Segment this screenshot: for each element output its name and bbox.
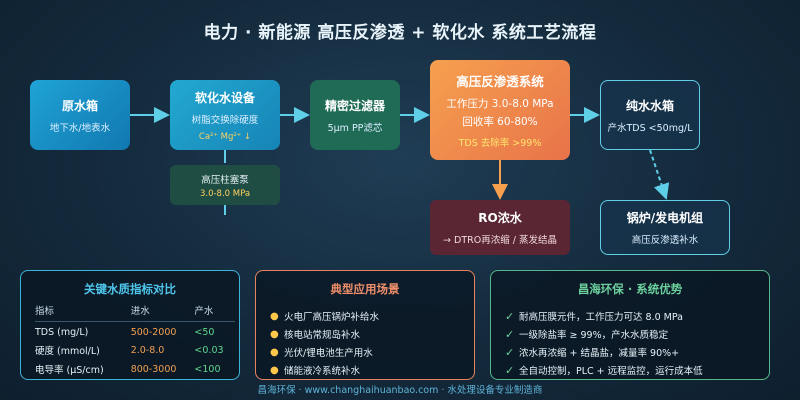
metric-name: TDS (mg/L) <box>35 327 89 338</box>
softener-title: 软化水设备 <box>194 90 255 105</box>
list-item: ● 火电厂高压锅炉补给水 <box>270 307 379 325</box>
metrics-header-indicator: 指标 <box>35 301 131 322</box>
boiler-generator-node: 锅炉/发电机组 高压反渗透补水 <box>600 200 730 255</box>
metric-product: <0.03 <box>194 344 224 356</box>
advantages-panel-title: 昌海环保 · 系统优势 <box>577 282 683 296</box>
advantage-text: 一级除盐率 ≥ 99%，产水水质稳定 <box>519 330 669 341</box>
precision-filter-title: 精密过滤器 <box>324 98 385 113</box>
metrics-panel: 关键水质指标对比 指标 进水 产水 TDS (mg/L) 500-2000 <5… <box>20 270 240 380</box>
bullet-icon: ● <box>270 364 279 376</box>
list-item: ✓ 一级除盐率 ≥ 99%，产水水质稳定 <box>505 325 703 343</box>
application-text: 核电站常规岛补水 <box>284 330 361 341</box>
raw-water-tank-node: 原水箱 地下水/地表水 <box>30 80 130 150</box>
list-item: ● 储能液冷系统补水 <box>270 361 379 379</box>
metric-inlet: 2.0-8.0 <box>130 344 165 356</box>
boiler-generator-title: 锅炉/发电机组 <box>626 211 704 225</box>
ro-concentrate-title: RO浓水 <box>478 211 522 225</box>
metric-inlet: 500-2000 <box>130 327 177 338</box>
ro-system-pressure: 工作压力 3.0-8.0 MPa <box>446 98 554 110</box>
check-icon: ✓ <box>505 363 515 377</box>
ro-system-node: 高压反渗透系统 工作压力 3.0-8.0 MPa 回收率 60-80% TDS … <box>430 60 570 160</box>
softener-node: 软化水设备 树脂交换除硬度 Ca²⁺ Mg²⁺ ↓ <box>170 80 280 150</box>
raw-water-tank-title: 原水箱 <box>61 98 98 113</box>
ro-system-title: 高压反渗透系统 <box>456 74 544 89</box>
check-icon: ✓ <box>505 345 515 359</box>
metric-name: 硬度 (mmol/L) <box>35 346 100 357</box>
softener-sub: 树脂交换除硬度 <box>191 114 259 126</box>
pure-water-tank-node: 纯水水箱 产水TDS <50mg/L <box>600 80 700 150</box>
applications-panel-title: 典型应用场景 <box>330 282 400 296</box>
list-item: ● 核电站常规岛补水 <box>270 325 379 343</box>
pure-water-tank-title: 纯水水箱 <box>625 98 674 113</box>
table-row: 电导率 (μS/cm) 800-3000 <100 <box>35 357 235 377</box>
bullet-icon: ● <box>270 328 279 340</box>
advantage-text: 耐高压膜元件，工作压力可达 8.0 MPa <box>519 312 683 323</box>
list-item: ✓ 浓水再浓缩 + 结晶盐，减量率 90%+ <box>505 343 703 361</box>
list-item: ● 光伏/锂电池生产用水 <box>270 343 379 361</box>
plunger-pump-title: 高压柱塞泵 <box>201 174 249 186</box>
diagram-title: 电力 · 新能源 高压反渗透 + 软化水 系统工艺流程 <box>203 23 597 43</box>
plunger-pump-node: 高压柱塞泵 3.0-8.0 MPa <box>170 165 280 205</box>
check-icon: ✓ <box>505 327 515 341</box>
arrow-pure-to-boiler <box>649 149 670 200</box>
table-row: 硬度 (mmol/L) 2.0-8.0 <0.03 <box>35 338 235 358</box>
advantage-text: 全自动控制，PLC + 远程监控，运行成本低 <box>519 366 703 377</box>
footer-text: 昌海环保 · www.changhaihuanbao.com · 水处理设备专业… <box>257 385 543 396</box>
plunger-pump-sub: 3.0-8.0 MPa <box>199 188 251 199</box>
list-item: ✓ 耐高压膜元件，工作压力可达 8.0 MPa <box>505 307 703 325</box>
precision-filter-sub: 5μm PP滤芯 <box>327 122 383 134</box>
pure-water-tank-sub: 产水TDS <50mg/L <box>607 122 693 134</box>
metrics-table: 指标 进水 产水 TDS (mg/L) 500-2000 <50 硬度 (mmo… <box>35 301 235 376</box>
raw-water-tank-sub: 地下水/地表水 <box>49 122 111 134</box>
application-text: 火电厂高压锅炉补给水 <box>284 312 380 323</box>
bullet-icon: ● <box>270 310 279 322</box>
precision-filter-node: 精密过滤器 5μm PP滤芯 <box>310 80 400 150</box>
applications-panel: 典型应用场景 ● 火电厂高压锅炉补给水 ● 核电站常规岛补水 ● 光伏/锂电池生产用水… <box>255 270 475 380</box>
metric-product: <100 <box>194 363 221 375</box>
softener-ions: Ca²⁺ Mg²⁺ ↓ <box>198 131 252 142</box>
ro-concentrate-sub: → DTRO再浓缩 / 蒸发结晶 <box>443 235 557 246</box>
metrics-header-product: 产水 <box>194 301 235 322</box>
application-text: 储能液冷系统补水 <box>284 366 361 377</box>
metrics-panel-title: 关键水质指标对比 <box>84 282 176 296</box>
application-text: 光伏/锂电池生产用水 <box>284 348 373 359</box>
metric-inlet: 800-3000 <box>130 363 177 375</box>
boiler-generator-sub: 高压反渗透补水 <box>631 235 699 246</box>
advantage-text: 浓水再浓缩 + 结晶盐，减量率 90%+ <box>519 348 680 359</box>
list-item: ✓ 全自动控制，PLC + 远程监控，运行成本低 <box>505 361 703 379</box>
metric-product: <50 <box>194 327 215 338</box>
table-row: TDS (mg/L) 500-2000 <50 <box>35 322 235 338</box>
metrics-header-inlet: 进水 <box>130 301 195 322</box>
metrics-header-row: 指标 进水 产水 <box>35 301 235 322</box>
check-icon: ✓ <box>505 309 515 323</box>
metric-name: 电导率 (μS/cm) <box>35 365 104 376</box>
applications-list: ● 火电厂高压锅炉补给水 ● 核电站常规岛补水 ● 光伏/锂电池生产用水 ● 储能液冷系… <box>270 307 379 379</box>
bullet-icon: ● <box>270 346 279 358</box>
ro-system-tds: TDS 去除率 >99% <box>458 138 542 149</box>
ro-concentrate-node: RO浓水 → DTRO再浓缩 / 蒸发结晶 <box>430 200 570 255</box>
advantages-list: ✓ 耐高压膜元件，工作压力可达 8.0 MPa ✓ 一级除盐率 ≥ 99%，产水水质… <box>505 307 703 379</box>
advantages-panel: 昌海环保 · 系统优势 ✓ 耐高压膜元件，工作压力可达 8.0 MPa ✓ 一级除盐… <box>490 270 770 380</box>
ro-system-recovery: 回收率 60-80% <box>462 116 538 128</box>
